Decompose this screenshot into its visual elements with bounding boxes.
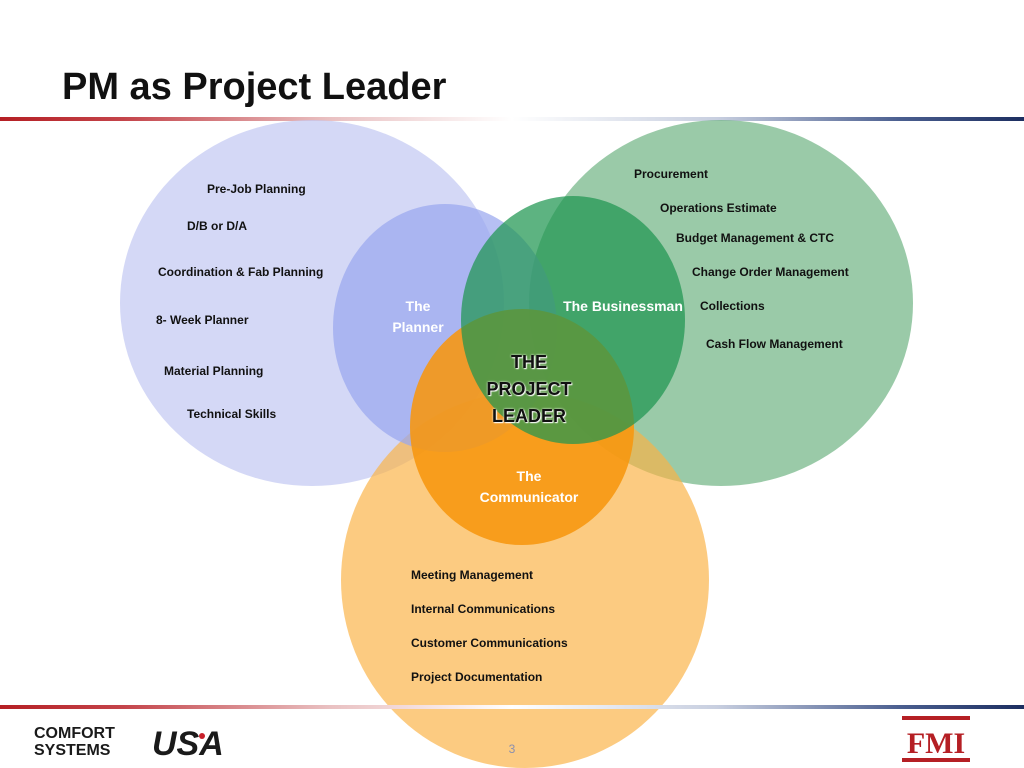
center-line1: THE (511, 352, 547, 372)
business-item-change-order: Change Order Management (692, 265, 849, 279)
top-divider (0, 117, 1024, 121)
center-line2: PROJECT (486, 379, 572, 399)
comm-item-customer-communications: Customer Communications (411, 636, 568, 650)
planner-item-material-planning: Material Planning (164, 364, 264, 378)
role-communicator-line2: Communicator (479, 489, 579, 505)
business-item-operations-estimate: Operations Estimate (660, 201, 777, 215)
role-communicator: The Communicator (462, 466, 596, 508)
role-planner: The Planner (378, 296, 458, 338)
business-inner-circle (461, 196, 685, 444)
page-number: 3 (508, 742, 516, 756)
logo-line2: SYSTEMS (34, 742, 111, 758)
fmi-logo: FMI (902, 716, 970, 762)
planner-item-8-week-planner: 8- Week Planner (156, 313, 249, 327)
business-item-cash-flow: Cash Flow Management (706, 337, 843, 351)
business-item-budget-management: Budget Management & CTC (676, 231, 835, 245)
planner-item-coordination: Coordination & Fab Planning (158, 265, 324, 279)
logo-line1: COMFORT (34, 725, 115, 742)
logo-star-icon (199, 733, 205, 739)
planner-item-pre-job-planning: Pre-Job Planning (207, 182, 306, 196)
comfort-systems-usa-logo: COMFORT SYSTEMS USA (34, 725, 224, 758)
logo-usa-mark: USA (152, 725, 224, 758)
business-item-procurement: Procurement (634, 167, 709, 181)
planner-item-db-da: D/B or D/A (187, 219, 247, 233)
comm-item-meeting-management: Meeting Management (411, 568, 534, 582)
role-businessman: The Businessman (563, 298, 683, 314)
center-label: THE PROJECT LEADER (470, 349, 588, 430)
business-item-collections: Collections (700, 299, 765, 313)
planner-item-technical-skills: Technical Skills (187, 407, 277, 421)
role-planner-line1: The (405, 298, 431, 314)
role-communicator-line1: The (516, 468, 542, 484)
comm-item-internal-communications: Internal Communications (411, 602, 556, 616)
slide-title: PM as Project Leader (62, 66, 447, 108)
fmi-logo-text: FMI (907, 727, 965, 760)
comm-item-project-documentation: Project Documentation (411, 670, 543, 684)
center-line3: LEADER (491, 406, 566, 426)
bottom-divider (0, 705, 1024, 709)
role-planner-line2: Planner (392, 319, 444, 335)
